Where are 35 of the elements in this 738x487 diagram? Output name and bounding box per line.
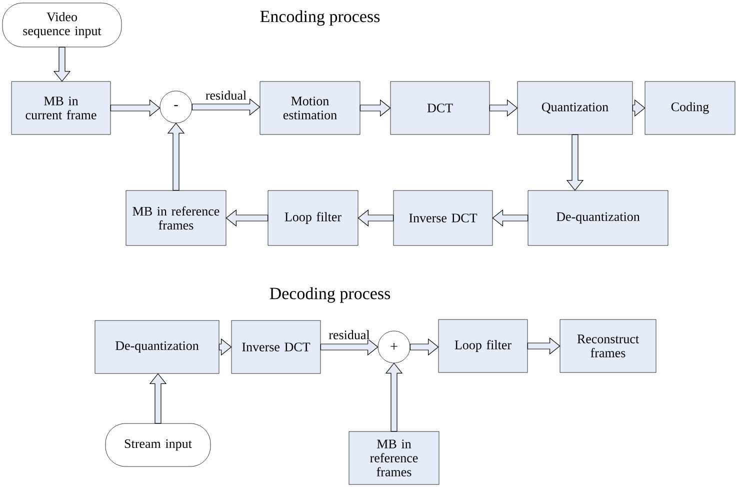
block-arrow xyxy=(527,337,560,355)
block-arrow xyxy=(492,209,528,227)
block-arrow xyxy=(149,373,167,424)
block-arrow xyxy=(218,338,232,356)
process-box: Loop filter xyxy=(268,190,358,246)
block-arrow xyxy=(192,98,260,116)
process-box: Coding xyxy=(644,81,736,135)
process-box: Motion estimation xyxy=(260,81,360,135)
process-box: Loop filter xyxy=(438,319,528,373)
block-arrow xyxy=(167,122,185,191)
block-arrow xyxy=(410,338,439,356)
block-arrow xyxy=(566,134,584,191)
block-arrow xyxy=(632,99,646,117)
block-arrow xyxy=(385,362,403,432)
process-box: Inverse DCT xyxy=(393,190,493,246)
edge-label: residual xyxy=(204,90,248,100)
block-arrow xyxy=(320,338,378,356)
edge-label: residual xyxy=(328,330,370,340)
process-box: MB in reference frames xyxy=(348,431,440,485)
process-box: De-quantization xyxy=(94,320,220,374)
process-box: MB in current frame xyxy=(11,81,111,135)
block-arrow xyxy=(110,99,160,117)
block-arrow xyxy=(226,209,268,227)
process-box: Quantization xyxy=(517,81,633,135)
process-box: MB in reference frames xyxy=(126,190,226,246)
process-box: De-quantization xyxy=(528,190,668,246)
block-arrow xyxy=(489,99,518,117)
process-box: DCT xyxy=(390,81,490,135)
section-heading: Encoding process xyxy=(260,10,380,26)
section-heading: Decoding process xyxy=(270,287,390,303)
block-arrow xyxy=(358,209,394,227)
block-arrow xyxy=(360,99,391,117)
process-box: Inverse DCT xyxy=(231,320,321,374)
process-box: Reconstruct frames xyxy=(560,319,656,373)
block-arrow xyxy=(53,46,71,82)
